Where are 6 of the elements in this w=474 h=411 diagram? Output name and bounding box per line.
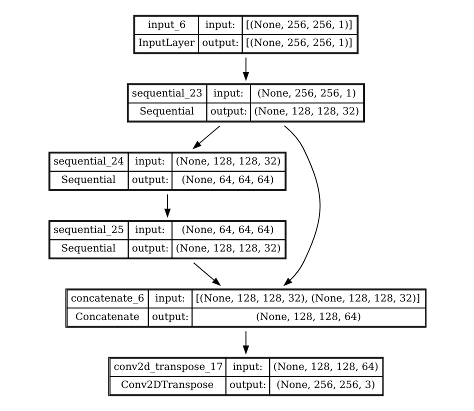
arrow [242, 330, 249, 355]
arrow [242, 57, 249, 82]
arrow [192, 262, 220, 286]
arrow [192, 126, 220, 150]
arrow [164, 194, 170, 218]
arrow [282, 125, 320, 286]
